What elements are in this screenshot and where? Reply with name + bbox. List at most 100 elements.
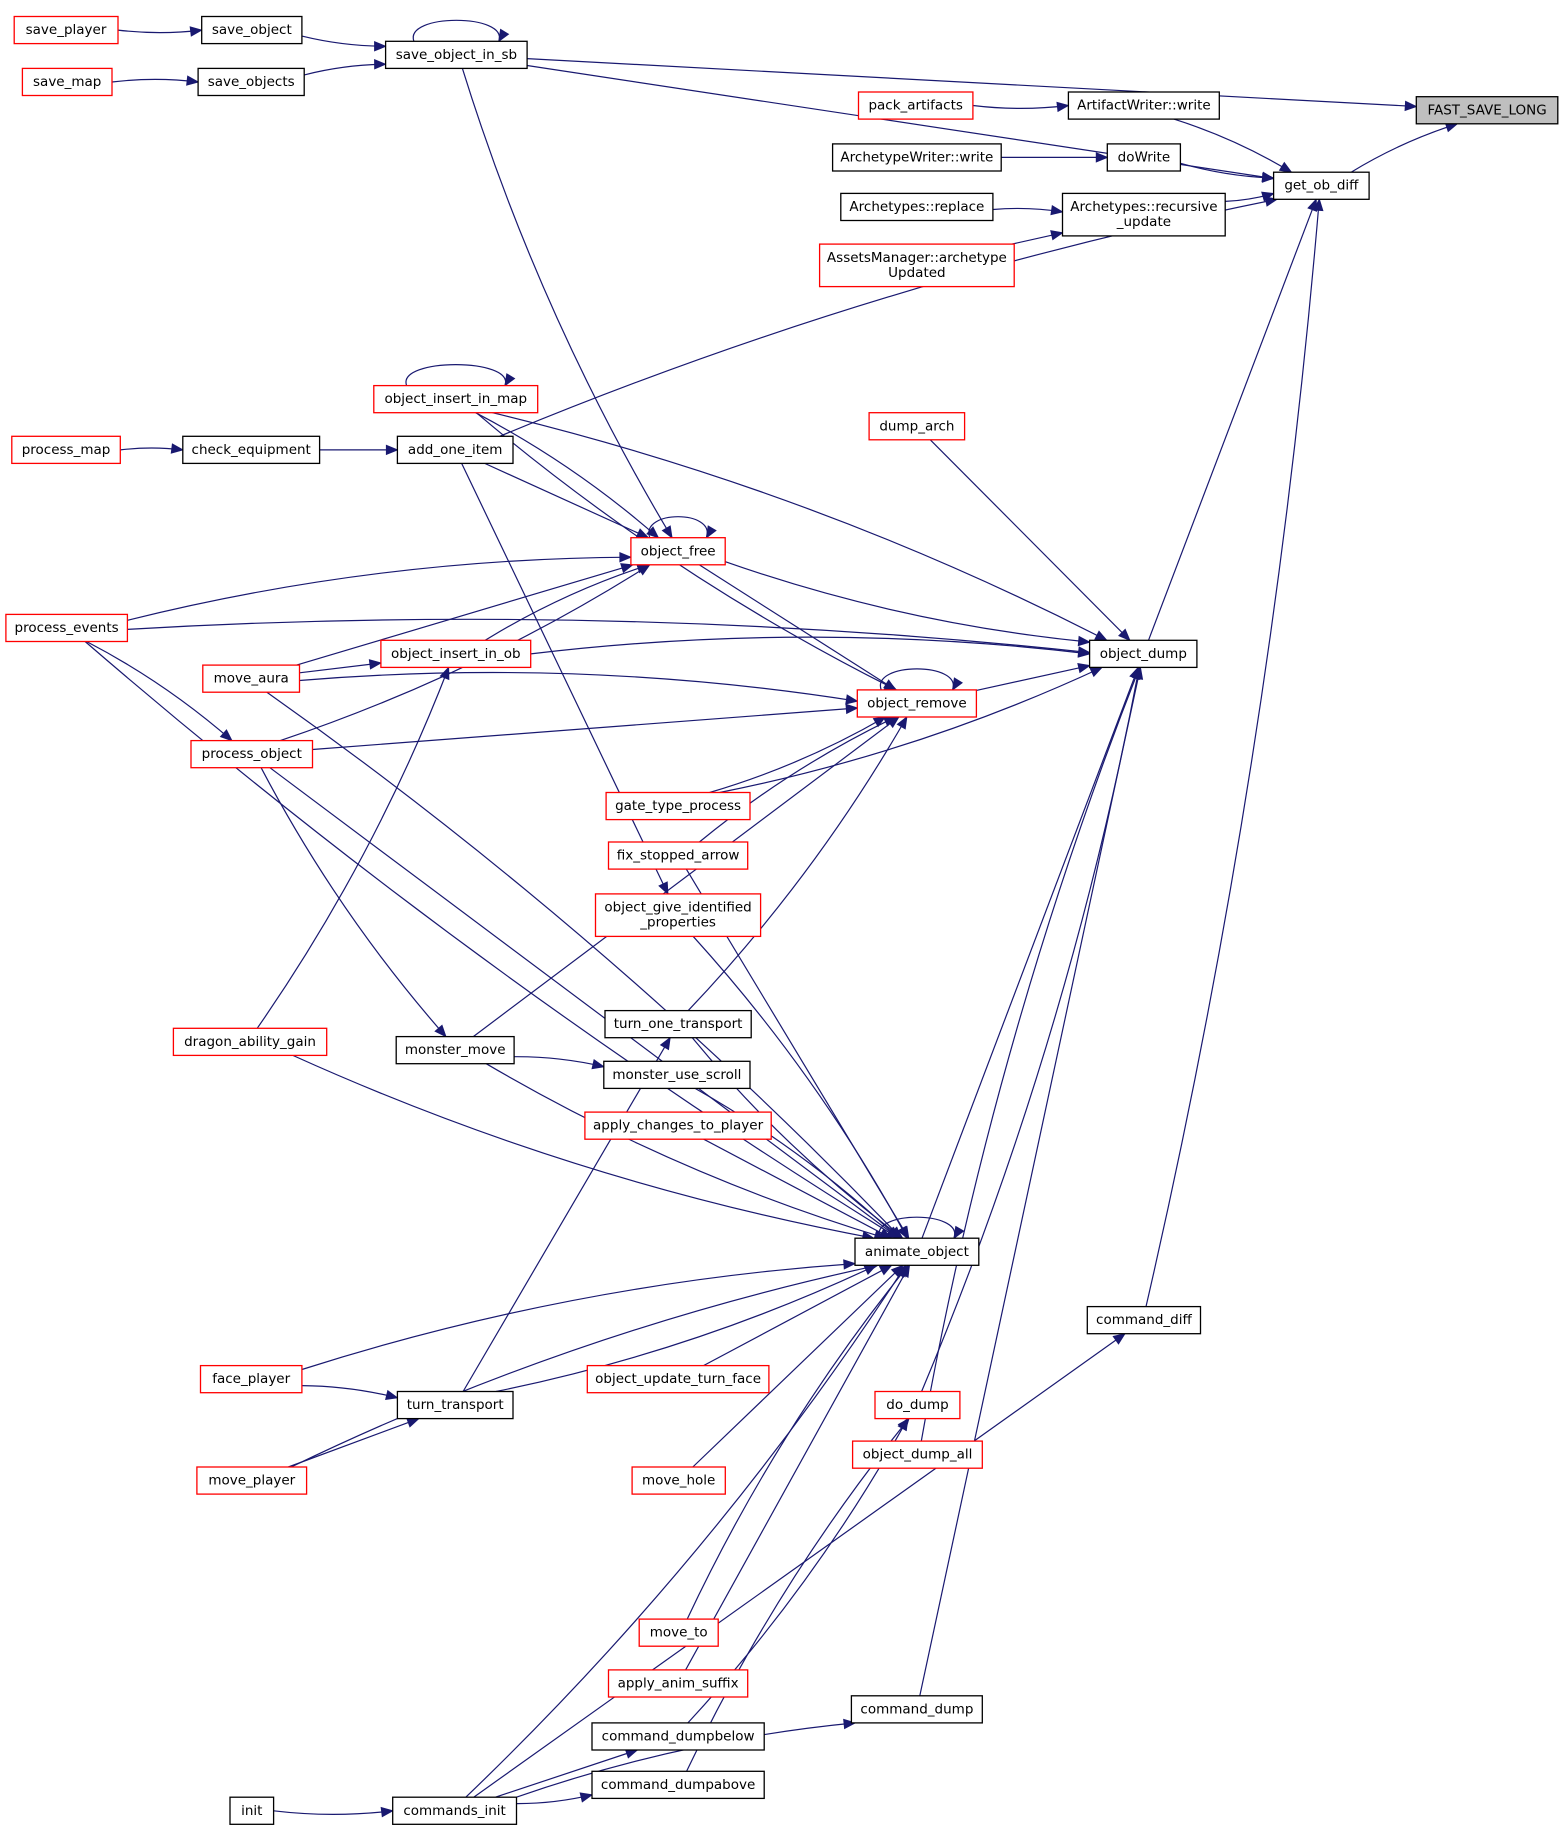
edge-arrowhead	[661, 525, 673, 539]
edge-face-player-to-animate-object	[301, 1259, 857, 1371]
node-animate-object[interactable]: animate_object	[854, 1237, 980, 1266]
edge-line	[692, 1264, 904, 1468]
edge-arrowhead	[579, 1792, 594, 1803]
node-label: process_events	[15, 620, 119, 636]
node-save-map[interactable]: save_map	[21, 67, 113, 97]
node-save-player[interactable]: save_player	[13, 15, 119, 45]
edge-line	[514, 1056, 604, 1068]
node-archetypes-replace[interactable]: Archetypes::replace	[840, 192, 994, 222]
node-pack-artifacts[interactable]: pack_artifacts	[857, 91, 974, 120]
node-process-map[interactable]: process_map	[11, 435, 121, 465]
edge-arrowhead	[705, 525, 717, 539]
edge-line	[703, 1138, 892, 1239]
edge-line	[699, 716, 896, 843]
node-object-remove[interactable]: object_remove	[856, 689, 978, 718]
node-get-ob-diff[interactable]: get_ob_diff	[1272, 171, 1370, 200]
node-save-object[interactable]: save_object	[201, 15, 303, 45]
node-label: commands_init	[403, 1803, 506, 1819]
node-box	[11, 435, 121, 465]
edge-monster-move-to-monster-use-scroll	[514, 1056, 606, 1070]
node-box	[818, 243, 1015, 288]
node-object-update-turn-face[interactable]: object_update_turn_face	[586, 1364, 770, 1394]
edge-arrowhead	[896, 715, 908, 730]
edges	[84, 19, 1459, 1818]
node-label: command_dumpabove	[601, 1777, 755, 1793]
edge-arrowhead	[1313, 197, 1324, 212]
node-fix-stopped-arrow[interactable]: fix_stopped_arrow	[607, 841, 749, 870]
edge-arrowhead	[385, 1389, 399, 1400]
node-add-one-item[interactable]: add_one_item	[396, 435, 514, 465]
edge-line	[685, 1265, 910, 1671]
node-box	[201, 15, 303, 45]
node-dragon-ability-gain[interactable]: dragon_ability_gain	[172, 1027, 328, 1057]
node-process-object[interactable]: process_object	[190, 739, 314, 769]
node-box	[1067, 91, 1220, 120]
node-command-dumpbelow[interactable]: command_dumpbelow	[591, 1722, 765, 1751]
edge-arrowhead	[894, 1264, 907, 1278]
node-label: pack_artifacts	[868, 98, 962, 114]
node-command-dump[interactable]: command_dump	[850, 1695, 983, 1724]
edge-object-remove-to-object-dump	[976, 662, 1091, 691]
node-command-diff[interactable]: command_diff	[1086, 1305, 1202, 1335]
node-move-hole[interactable]: move_hole	[631, 1466, 726, 1495]
node-check-equipment[interactable]: check_equipment	[182, 435, 321, 465]
node-commands-init[interactable]: commands_init	[392, 1796, 518, 1825]
node-dowrite[interactable]: doWrite	[1106, 143, 1182, 172]
node-label: save_object_in_sb	[396, 47, 517, 63]
node-label: Archetypes::replace	[849, 199, 984, 215]
node-turn-one-transport[interactable]: turn_one_transport	[604, 1009, 752, 1039]
node-gate-type-process[interactable]: gate_type_process	[605, 791, 751, 821]
node-box	[395, 1035, 515, 1065]
edge-get-ob-diff-to-fast-save-long	[1350, 122, 1459, 173]
node-object-dump[interactable]: object_dump	[1088, 639, 1198, 669]
node-do-dump[interactable]: do_dump	[874, 1390, 961, 1420]
edge-object-free-to-object-free	[648, 516, 717, 539]
node-archetypewriter-write[interactable]: ArchetypeWriter::write	[831, 143, 1002, 172]
node-box	[851, 1440, 983, 1469]
node-apply-anim-suffix[interactable]: apply_anim_suffix	[607, 1669, 749, 1698]
node-face-player[interactable]: face_player	[199, 1364, 303, 1394]
node-process-events[interactable]: process_events	[5, 613, 129, 643]
edge-artifactwriter-write-to-get-ob-diff	[1173, 118, 1293, 173]
node-object-give-identified-properties[interactable]: object_give_identified_properties	[594, 893, 762, 938]
edge-arrowhead	[374, 41, 387, 52]
edge-line	[292, 1054, 874, 1239]
node-object-free[interactable]: object_free	[630, 537, 726, 566]
node-object-insert-in-ob[interactable]: object_insert_in_ob	[380, 639, 532, 669]
node-monster-move[interactable]: monster_move	[395, 1035, 515, 1065]
edge-line	[976, 665, 1090, 691]
node-object-insert-in-map[interactable]: object_insert_in_map	[373, 384, 539, 414]
node-move-to[interactable]: move_to	[638, 1618, 719, 1647]
node-label: object_dump	[1100, 646, 1187, 662]
edge-line	[648, 516, 708, 538]
node-dump-arch[interactable]: dump_arch	[868, 412, 966, 441]
node-object-dump-all[interactable]: object_dump_all	[851, 1440, 983, 1469]
node-box	[13, 15, 119, 45]
node-box	[591, 1722, 765, 1751]
edge-arrowhead	[658, 881, 669, 896]
node-move-player[interactable]: move_player	[196, 1466, 308, 1495]
node-box	[1088, 639, 1198, 669]
edge-init-to-commands-init	[273, 1806, 395, 1818]
edge-line	[266, 691, 902, 1239]
node-turn-transport[interactable]: turn_transport	[396, 1390, 514, 1420]
node-move-aura[interactable]: move_aura	[202, 664, 301, 693]
node-archetypes-recursive-update[interactable]: Archetypes::recursive_update	[1061, 192, 1226, 237]
node-label: command_dump	[860, 1701, 973, 1717]
node-monster-use-scroll[interactable]: monster_use_scroll	[603, 1060, 751, 1090]
edge-arrowhead	[1112, 1333, 1126, 1345]
node-fast-save-long[interactable]: FAST_SAVE_LONG	[1415, 96, 1559, 125]
edge-process-events-to-object-free	[127, 552, 633, 621]
node-save-objects[interactable]: save_objects	[197, 67, 305, 97]
node-apply-changes-to-player[interactable]: apply_changes_to_player	[584, 1111, 772, 1140]
node-artifactwriter-write[interactable]: ArtifactWriter::write	[1067, 91, 1220, 120]
node-label: Archetypes::recursive	[1070, 199, 1217, 215]
edge-monster-move-to-animate-object	[485, 1063, 888, 1240]
node-init[interactable]: init	[229, 1796, 275, 1825]
node-box	[604, 1009, 752, 1039]
node-command-dumpabove[interactable]: command_dumpabove	[591, 1770, 765, 1800]
node-label: move_to	[650, 1625, 708, 1641]
edge-line	[920, 667, 1141, 1442]
node-save-object-in-sb[interactable]: save_object_in_sb	[384, 40, 528, 70]
